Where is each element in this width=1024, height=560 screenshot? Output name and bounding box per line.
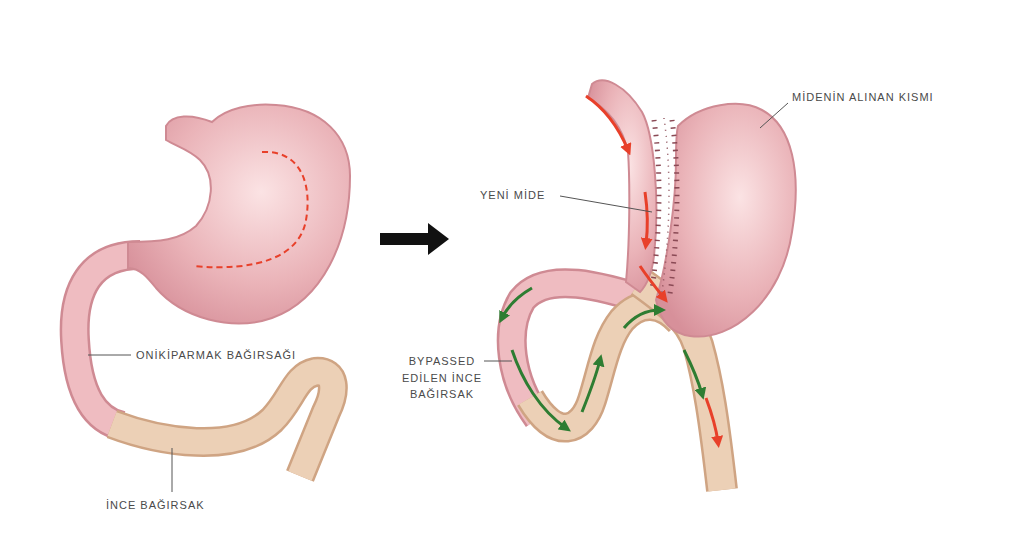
green-arrow [512, 350, 566, 428]
transition-arrow [380, 223, 449, 255]
leader-lines [88, 103, 788, 492]
small-intestine [112, 372, 333, 476]
leader-line [760, 103, 788, 128]
part-label: ONİKİPARMAK BAĞIRSAĞI [136, 347, 296, 364]
green-arrow [684, 350, 702, 394]
part-label: YENİ MİDE [480, 187, 545, 204]
duodenum-outline [75, 255, 140, 426]
red-arrow [586, 96, 628, 150]
duodenum [75, 255, 140, 426]
bypassed-limb [530, 306, 680, 428]
leader-line [484, 361, 512, 362]
staple-line [662, 118, 669, 292]
bypass-anatomy [502, 80, 796, 490]
green-arrow [624, 310, 660, 328]
small-intestine-outline [112, 372, 333, 476]
part-label: İNCE BAĞIRSAK [106, 497, 205, 514]
staple-ticks [652, 120, 659, 290]
removed-stomach [656, 104, 796, 337]
red-arrow [706, 398, 718, 442]
juice-flow-arrows [502, 288, 702, 428]
red-arrow [645, 192, 647, 244]
bypassed-limb-outline [530, 306, 680, 428]
red-arrow [640, 266, 664, 298]
part-label: MİDENİN ALINAN KISMI [792, 89, 934, 106]
normal-anatomy [75, 105, 350, 476]
new-stomach [588, 80, 656, 292]
staple-ticks [670, 120, 677, 294]
leader-line [88, 355, 131, 356]
stomach [128, 105, 350, 324]
leader-line [172, 448, 173, 492]
food-flow-arrows [586, 96, 718, 442]
cut-line [194, 152, 308, 267]
green-arrow [582, 360, 600, 412]
leader-line [560, 196, 652, 212]
part-label: BYPASSED EDİLEN İNCE BAĞIRSAK [392, 353, 492, 403]
green-arrow [502, 288, 532, 318]
